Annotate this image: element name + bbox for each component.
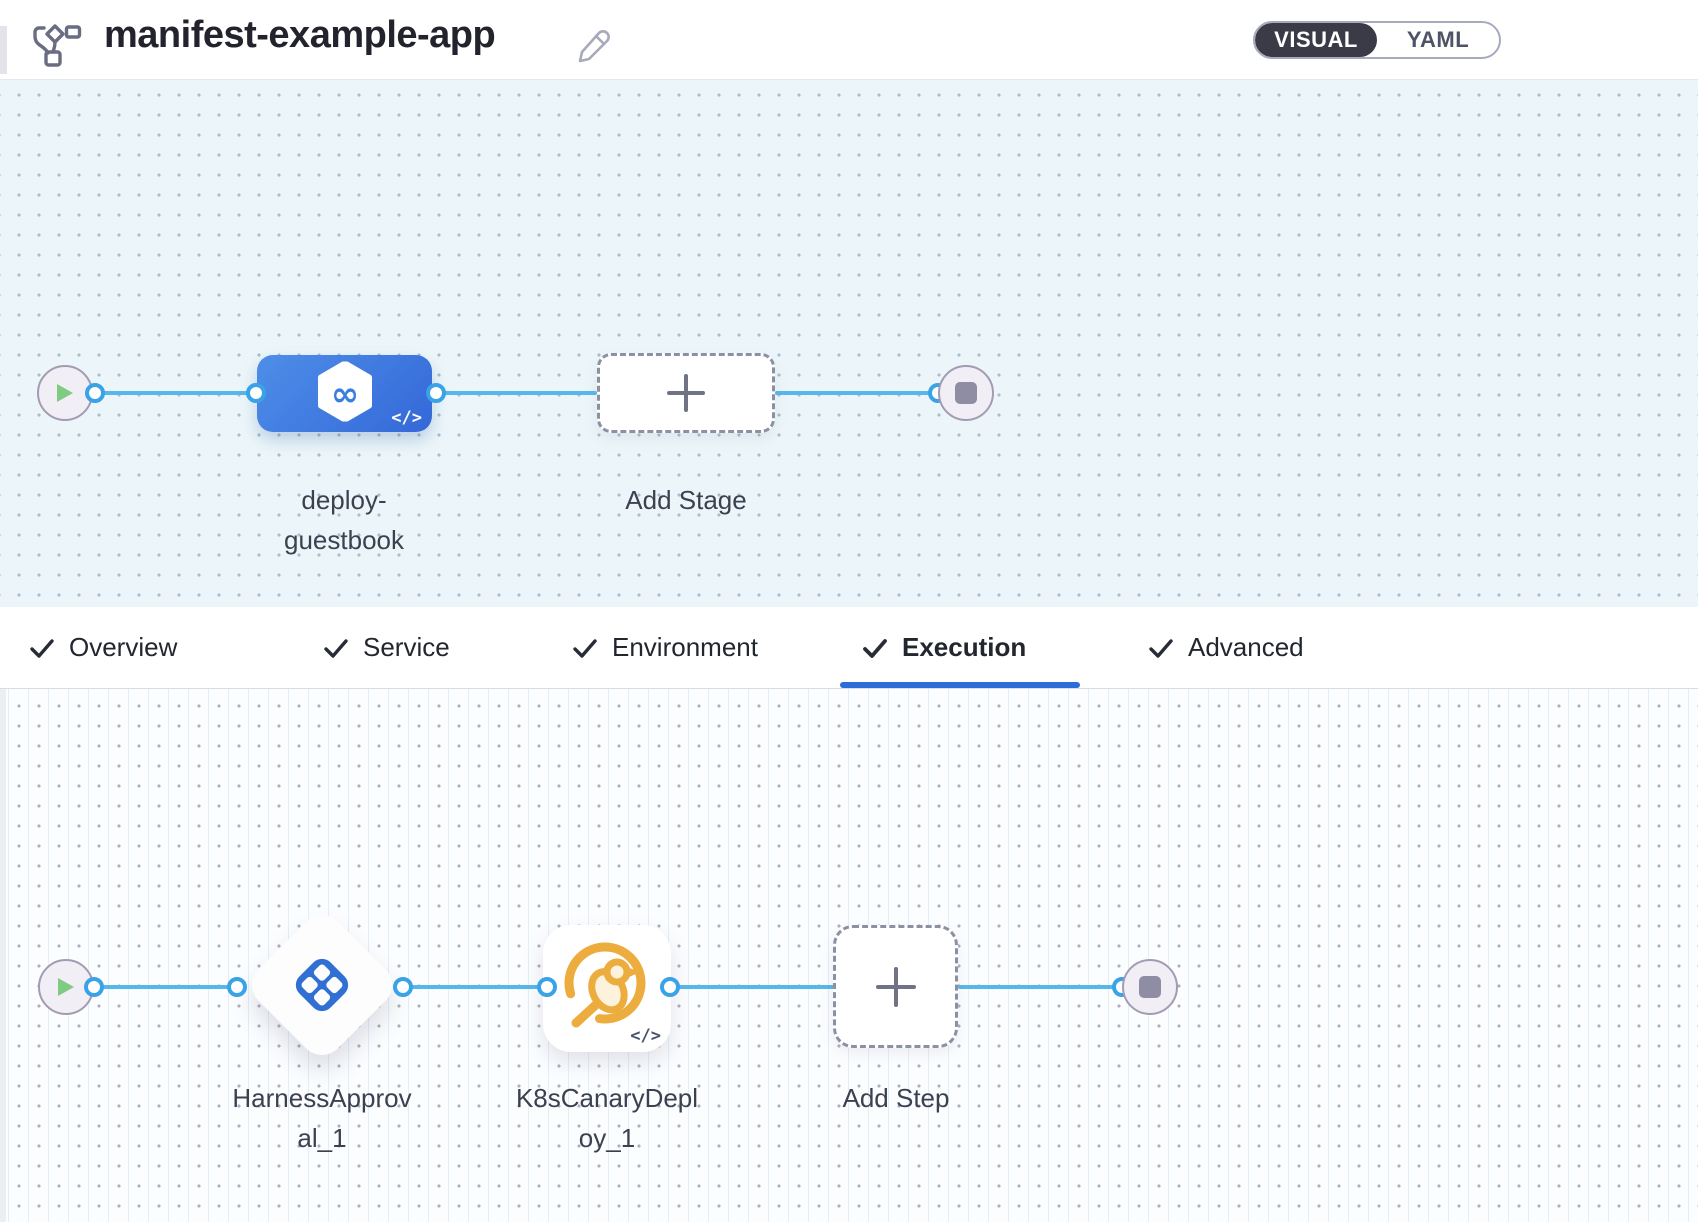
tab-label: Overview — [69, 632, 178, 662]
connector-line — [958, 985, 1122, 989]
add-stage-label[interactable]: Add Stage — [625, 485, 747, 515]
tab-label: Environment — [612, 632, 758, 662]
connector-port[interactable] — [537, 977, 557, 997]
connector-port[interactable] — [393, 977, 413, 997]
play-icon — [57, 384, 73, 402]
connector-line — [670, 985, 835, 989]
tab-label: Service — [363, 632, 450, 662]
check-icon — [863, 638, 887, 658]
step-node-k8s-canary[interactable]: </> — [543, 925, 671, 1052]
stage-graph-canvas[interactable]: ∞ </> deploy-guestbook Add Stage — [0, 80, 1698, 607]
harness-approval-icon — [291, 954, 353, 1021]
stage-config-tabbar: Overview Service Environment Execution A… — [0, 607, 1698, 689]
pipeline-studio-header: manifest-example-app VISUAL YAML — [0, 0, 1698, 80]
add-step-label[interactable]: Add Step — [842, 1083, 950, 1113]
stop-icon — [1139, 976, 1161, 998]
left-edge-sliver — [0, 26, 7, 74]
play-icon — [58, 978, 74, 996]
active-tab-underline — [840, 682, 1080, 688]
check-icon — [1149, 638, 1173, 658]
connector-line — [95, 391, 257, 395]
connector-line — [775, 391, 939, 395]
edit-pencil-icon[interactable] — [576, 28, 610, 71]
pipeline-icon — [30, 24, 82, 75]
plus-icon — [875, 966, 916, 1007]
connector-port[interactable] — [84, 977, 104, 997]
cd-stage-icon: ∞ — [317, 360, 373, 426]
execution-end-node[interactable] — [1122, 959, 1178, 1015]
canary-bird-icon — [564, 942, 646, 1028]
tab-service[interactable]: Service — [323, 607, 450, 688]
stage-node-deploy-guestbook[interactable]: ∞ </> — [257, 355, 432, 432]
toggle-visual[interactable]: VISUAL — [1255, 23, 1377, 57]
tab-label: Execution — [902, 632, 1027, 662]
connector-port[interactable] — [426, 383, 446, 403]
check-icon — [324, 638, 348, 658]
connector-port[interactable] — [246, 383, 266, 403]
tab-label: Advanced — [1188, 632, 1304, 662]
connector-line — [94, 985, 237, 989]
connector-line — [436, 391, 597, 395]
stop-icon — [955, 382, 977, 404]
connector-port[interactable] — [85, 383, 105, 403]
check-icon — [573, 638, 597, 658]
add-stage-button[interactable] — [597, 353, 775, 433]
pipeline-start-node[interactable] — [37, 365, 93, 421]
step-name-label[interactable]: HarnessApproval_1 — [232, 1083, 412, 1153]
tab-execution[interactable]: Execution — [862, 607, 1026, 688]
connector-port[interactable] — [227, 977, 247, 997]
pipeline-end-node[interactable] — [938, 365, 994, 421]
stage-name-label[interactable]: deploy-guestbook — [284, 485, 404, 555]
check-icon — [30, 638, 54, 658]
tab-environment[interactable]: Environment — [572, 607, 758, 688]
code-view-icon[interactable]: </> — [391, 408, 422, 428]
left-edge-sliver — [0, 689, 6, 1222]
add-step-button[interactable] — [833, 925, 958, 1048]
code-view-icon[interactable]: </> — [630, 1026, 661, 1046]
connector-port[interactable] — [660, 977, 680, 997]
step-name-label[interactable]: K8sCanaryDeploy_1 — [515, 1083, 699, 1153]
infinity-icon: ∞ — [330, 374, 358, 414]
toggle-yaml[interactable]: YAML — [1406, 27, 1470, 52]
visual-yaml-toggle: VISUAL YAML — [1253, 21, 1501, 59]
tab-overview[interactable]: Overview — [29, 607, 177, 688]
execution-graph-canvas[interactable]: </> HarnessApproval_1 K8sCanaryDeploy_1 … — [0, 689, 1698, 1222]
page-title: manifest-example-app — [104, 14, 496, 56]
connector-line — [403, 985, 548, 989]
plus-icon — [667, 374, 705, 412]
tab-advanced[interactable]: Advanced — [1148, 607, 1304, 688]
